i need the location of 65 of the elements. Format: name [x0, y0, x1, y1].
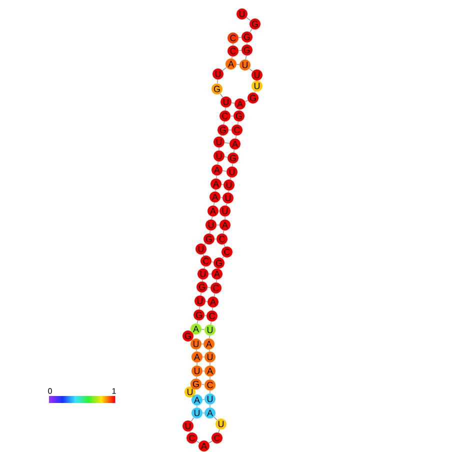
backbone-line	[216, 279, 217, 283]
base-pair-line	[221, 184, 224, 185]
backbone-line	[208, 440, 212, 444]
base-pair-line	[236, 64, 240, 65]
base-pair-line	[201, 329, 205, 330]
base-pair-line	[238, 37, 242, 38]
base-pair-line	[202, 356, 205, 358]
backbone-line	[244, 100, 248, 102]
backbone-line	[196, 362, 198, 366]
backbone-line	[209, 349, 210, 352]
base-pair-line	[202, 370, 205, 372]
backbone-line	[222, 230, 224, 234]
backbone-line	[196, 320, 198, 324]
base-pair-line	[238, 50, 242, 51]
base-pair-line	[231, 102, 235, 104]
backbone-line	[209, 335, 210, 339]
backbone-line	[224, 244, 226, 247]
backbone-line	[214, 416, 218, 420]
base-pair-line	[201, 384, 205, 385]
scale-label: 0	[48, 388, 52, 394]
base-pair-line	[216, 224, 220, 226]
backbone-line	[228, 190, 229, 193]
backbone-line	[196, 376, 197, 379]
base-pair-line	[205, 301, 208, 302]
backbone-line	[246, 42, 248, 45]
backbone-line	[204, 243, 206, 245]
base-pair-line	[204, 315, 207, 316]
backbone-line	[224, 216, 226, 220]
backbone-line	[217, 79, 218, 84]
backbone-line	[196, 405, 198, 408]
backbone-line	[204, 266, 205, 269]
backbone-line	[192, 387, 194, 389]
scale-label: 1	[112, 388, 116, 394]
backbone-line	[246, 17, 251, 21]
backbone-line	[225, 107, 226, 111]
backbone-line	[210, 321, 212, 325]
backbone-line	[220, 93, 223, 98]
base-pair-line	[220, 197, 223, 198]
backbone-line	[232, 43, 234, 46]
backbone-line	[218, 147, 220, 151]
backbone-line	[218, 429, 220, 433]
backbone-line	[230, 177, 231, 180]
base-pair-line	[202, 399, 205, 400]
backbone-line	[250, 28, 252, 32]
backbone-line	[199, 306, 200, 310]
base-pair-line	[222, 170, 227, 172]
backbone-line	[200, 292, 202, 296]
backbone-line	[215, 189, 216, 192]
base-pair-line	[202, 412, 205, 414]
base-pair-line	[214, 238, 217, 240]
base-pair-line	[207, 287, 211, 288]
backbone-line	[216, 175, 217, 179]
backbone-line	[226, 203, 227, 206]
backbone-line	[212, 307, 213, 311]
backbone-line	[191, 417, 194, 422]
base-pair-line	[224, 156, 228, 158]
backbone-line	[222, 256, 224, 259]
backbone-line	[196, 349, 197, 352]
backbone-line	[232, 163, 233, 167]
backbone-line	[249, 68, 253, 72]
backbone-line	[196, 440, 200, 444]
backbone-line	[214, 293, 216, 297]
backbone-line	[202, 279, 203, 282]
base-pair-line	[224, 142, 230, 144]
backbone-line	[222, 67, 227, 71]
